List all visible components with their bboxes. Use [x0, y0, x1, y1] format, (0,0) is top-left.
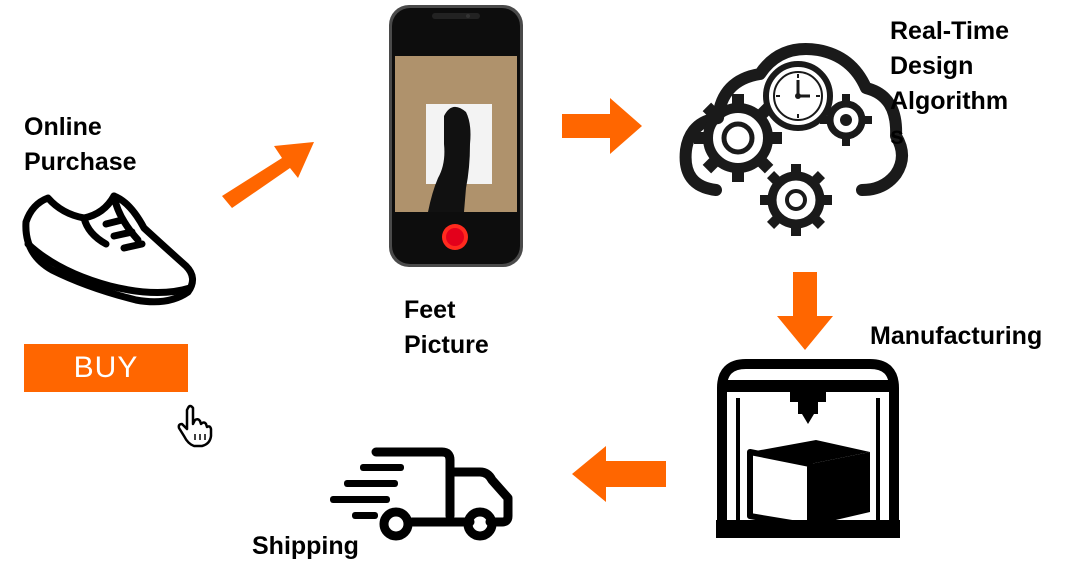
online-purchase-line1: Online	[24, 113, 102, 141]
arrow-purchase-to-picture	[218, 134, 318, 214]
algorithms-line3: Algorithm	[890, 87, 1009, 115]
algorithms-line2: Design	[890, 52, 974, 80]
online-purchase-line2: Purchase	[24, 148, 137, 176]
feet-picture-line2: Picture	[404, 331, 489, 359]
algorithms-line1: Real-Time	[890, 17, 1010, 45]
algorithms-line4: s	[890, 122, 904, 150]
arrow-picture-to-algorithm	[562, 98, 644, 154]
smartphone-icon	[388, 4, 524, 268]
3d-printer-icon	[716, 354, 900, 538]
feet-picture-label: Feet Picture	[404, 293, 489, 363]
arrow-manufacturing-to-shipping	[570, 446, 668, 502]
buy-button[interactable]: BUY	[24, 344, 188, 392]
cloud-gears-icon	[676, 40, 912, 240]
algorithms-label: Real-Time Design Algorithm s	[890, 14, 1009, 154]
delivery-truck-icon	[330, 436, 518, 548]
shipping-label: Shipping	[252, 532, 359, 560]
arrow-algorithm-to-manufacturing	[776, 272, 834, 352]
hand-pointer-icon	[176, 404, 216, 448]
sneaker-icon	[18, 188, 200, 312]
feet-picture-line1: Feet	[404, 296, 456, 324]
online-purchase-label: Online Purchase	[24, 110, 137, 180]
manufacturing-label: Manufacturing	[870, 322, 1043, 350]
